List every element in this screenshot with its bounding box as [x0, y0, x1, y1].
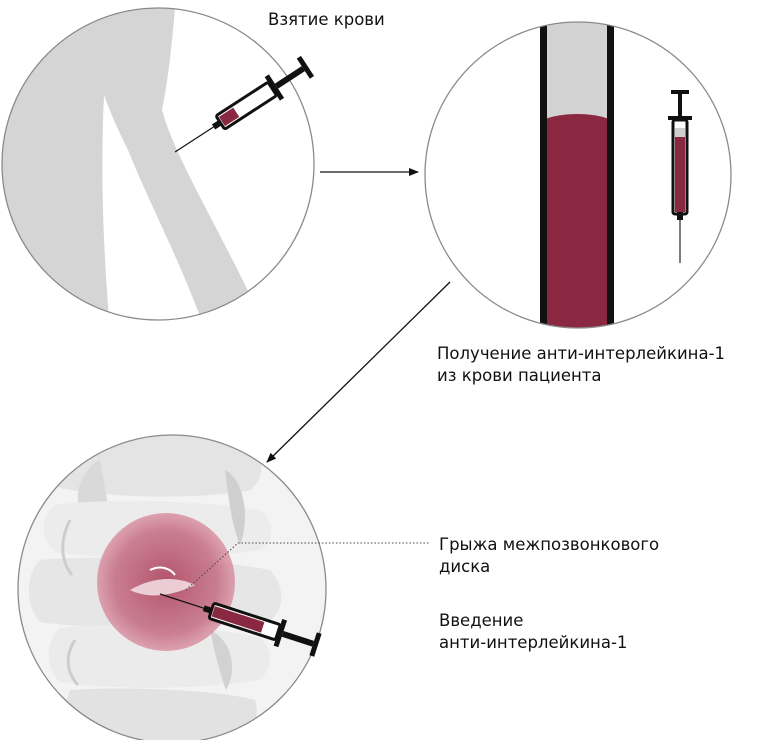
- arrow-to-spine: [267, 282, 450, 462]
- hernia-label-line-2: диска: [439, 556, 659, 578]
- blood-draw-label-text: Взятие крови: [268, 9, 385, 31]
- injection-label-line-1: Введение: [439, 610, 627, 632]
- spine-circle: [18, 434, 326, 740]
- obtain-label-line-1: Получение анти-интерлейкина-1: [437, 343, 725, 365]
- blood-draw-circle: [0, 8, 315, 330]
- blood-draw-label: Взятие крови: [268, 9, 385, 31]
- obtain-label-line-2: из крови пациента: [437, 365, 725, 387]
- tube-circle: [425, 0, 731, 340]
- hernia-label-line-1: Грыжа межпозвонкового: [439, 534, 659, 556]
- disc-hernia-label: Грыжа межпозвонкового диска: [439, 534, 659, 578]
- injection-label-line-2: анти-интерлейкина-1: [439, 632, 627, 654]
- obtain-anti-il1-label: Получение анти-интерлейкина-1 из крови п…: [437, 343, 725, 387]
- injection-label: Введение анти-интерлейкина-1: [439, 610, 627, 654]
